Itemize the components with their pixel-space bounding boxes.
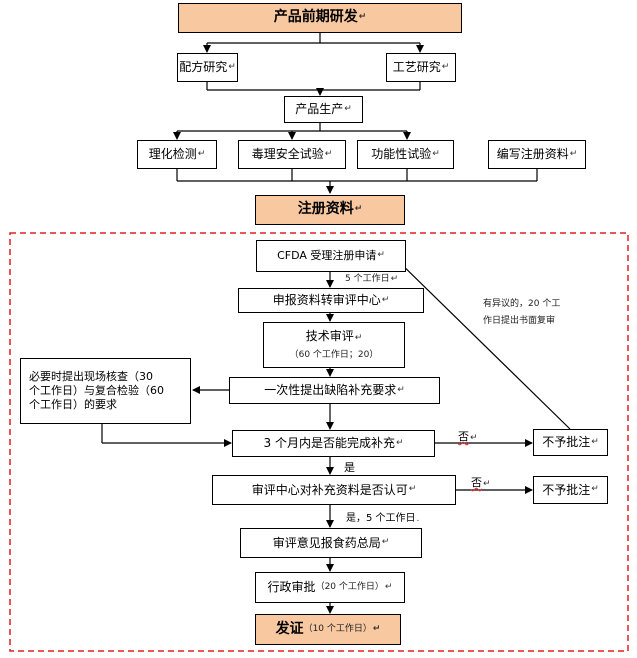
- onsite-inspection-line-1: 必要时提出现场核查（30: [29, 370, 153, 384]
- formula-research-label: 配方研究: [179, 60, 228, 74]
- certificate-box: 发证（10 个工作日）↵: [255, 614, 401, 645]
- cfda-accept-box: CFDA 受理注册申请↵: [256, 240, 406, 272]
- review-region-border: [9, 232, 629, 652]
- onsite-inspection-line-2: 个工作日）与复合检验（60: [29, 384, 164, 398]
- onsite-inspection-box: 必要时提出现场核查（30 个工作日）与复合检验（60 个工作日）的要求: [20, 358, 191, 424]
- product-rnd-box: 产品前期研发↵: [178, 3, 462, 33]
- admin-approval-label: 行政审批: [267, 580, 316, 594]
- paragraph-mark-icon: ↵: [397, 384, 405, 395]
- toxicology-test-box: 毒理安全试验↵: [238, 140, 346, 169]
- three-months-label: 3 个月内是否能完成补充: [263, 436, 395, 450]
- paragraph-mark-icon: ↵: [408, 484, 417, 495]
- tech-review-box: 技术审评↵ （60 个工作日；20）: [263, 322, 405, 368]
- cfda-accept-label: CFDA 受理注册申请: [277, 249, 377, 263]
- paragraph-mark-icon: ↵: [377, 250, 385, 261]
- physchem-test-box: 理化检测↵: [137, 140, 217, 169]
- registration-box: 注册资料↵: [255, 195, 405, 225]
- toxicology-test-label: 毒理安全试验: [251, 147, 324, 161]
- yes-label-1: 是: [344, 461, 355, 474]
- paragraph-mark-icon: ↵: [324, 148, 333, 159]
- tech-review-label: 技术审评: [305, 329, 354, 344]
- reject-label-2: 不予批注: [542, 482, 591, 497]
- paragraph-mark-icon: ↵: [470, 433, 478, 443]
- five-days-label: 5 个工作日↵: [345, 274, 399, 284]
- reject-box-2: 不予批注↵: [533, 476, 608, 504]
- paragraph-mark-icon: ↵: [381, 537, 390, 548]
- admin-approval-days: （20 个工作日）: [315, 581, 384, 592]
- process-research-label: 工艺研究: [392, 60, 441, 74]
- functional-test-label: 功能性试验: [371, 147, 432, 161]
- production-label: 产品生产: [295, 102, 344, 116]
- no-label-1: 否↵: [458, 430, 478, 443]
- admin-approval-box: 行政审批（20 个工作日）↵: [255, 572, 405, 603]
- defects-box: 一次性提出缺陷补充要求↵: [229, 377, 440, 404]
- paragraph-mark-icon: ↵: [591, 484, 599, 495]
- paragraph-mark-icon: ↵: [432, 148, 440, 159]
- product-rnd-label: 产品前期研发: [273, 9, 358, 26]
- paragraph-mark-icon: ↵: [395, 437, 404, 448]
- paragraph-mark-icon: ↵: [483, 479, 491, 489]
- transfer-center-label: 申报资料转审评中心: [272, 293, 381, 307]
- yes-five-days-label: 是，5 个工作日.: [346, 513, 420, 524]
- paragraph-mark-icon: ↵: [354, 204, 363, 215]
- transfer-center-box: 申报资料转审评中心↵: [238, 288, 424, 313]
- paragraph-mark-icon: ↵: [228, 61, 236, 72]
- objection-line-1: 有异议的，20 个工: [483, 299, 561, 309]
- paragraph-mark-icon: ↵: [358, 12, 367, 23]
- report-label: 审评意见报食药总局: [272, 535, 381, 550]
- certificate-label: 发证: [275, 620, 304, 637]
- report-box: 审评意见报食药总局↵: [240, 528, 422, 558]
- onsite-inspection-line-3: 个工作日）的要求: [29, 397, 117, 411]
- paragraph-mark-icon: ↵: [390, 274, 399, 284]
- process-research-box: 工艺研究↵: [386, 53, 456, 82]
- write-docs-box: 编写注册资料↵: [488, 140, 586, 169]
- functional-test-box: 功能性试验↵: [357, 140, 454, 169]
- physchem-test-label: 理化检测: [148, 147, 197, 161]
- paragraph-mark-icon: ↵: [354, 333, 363, 344]
- write-docs-label: 编写注册资料: [496, 147, 569, 161]
- no-label-2: 否↵: [471, 476, 491, 489]
- paragraph-mark-icon: ↵: [441, 61, 450, 72]
- defects-label: 一次性提出缺陷补充要求: [264, 383, 397, 397]
- paragraph-mark-icon: ↵: [344, 103, 352, 114]
- formula-research-box: 配方研究↵: [177, 53, 238, 82]
- paragraph-mark-icon: ↵: [591, 436, 599, 447]
- objection-note: 有异议的，20 个工 作日提出书面复审: [483, 296, 560, 330]
- paragraph-mark-icon: ↵: [384, 581, 393, 592]
- center-accept-label: 审评中心对补充资料是否认可: [251, 482, 408, 497]
- paragraph-mark-icon: ↵: [569, 148, 578, 159]
- center-accept-box: 审评中心对补充资料是否认可↵: [212, 475, 456, 505]
- registration-label: 注册资料: [297, 201, 354, 218]
- tech-review-days: （60 个工作日；20）: [289, 349, 379, 360]
- paragraph-mark-icon: ↵: [381, 294, 390, 305]
- paragraph-mark-icon: ↵: [372, 623, 381, 634]
- paragraph-mark-icon: ↵: [197, 148, 206, 159]
- production-box: 产品生产↵: [284, 96, 363, 123]
- objection-line-2: 作日提出书面复审: [483, 316, 556, 327]
- reject-box-1: 不予批注↵: [533, 429, 608, 456]
- reject-label-1: 不予批注: [542, 435, 591, 449]
- three-months-box: 3 个月内是否能完成补充↵: [232, 430, 435, 457]
- certificate-days: （10 个工作日）: [303, 623, 372, 634]
